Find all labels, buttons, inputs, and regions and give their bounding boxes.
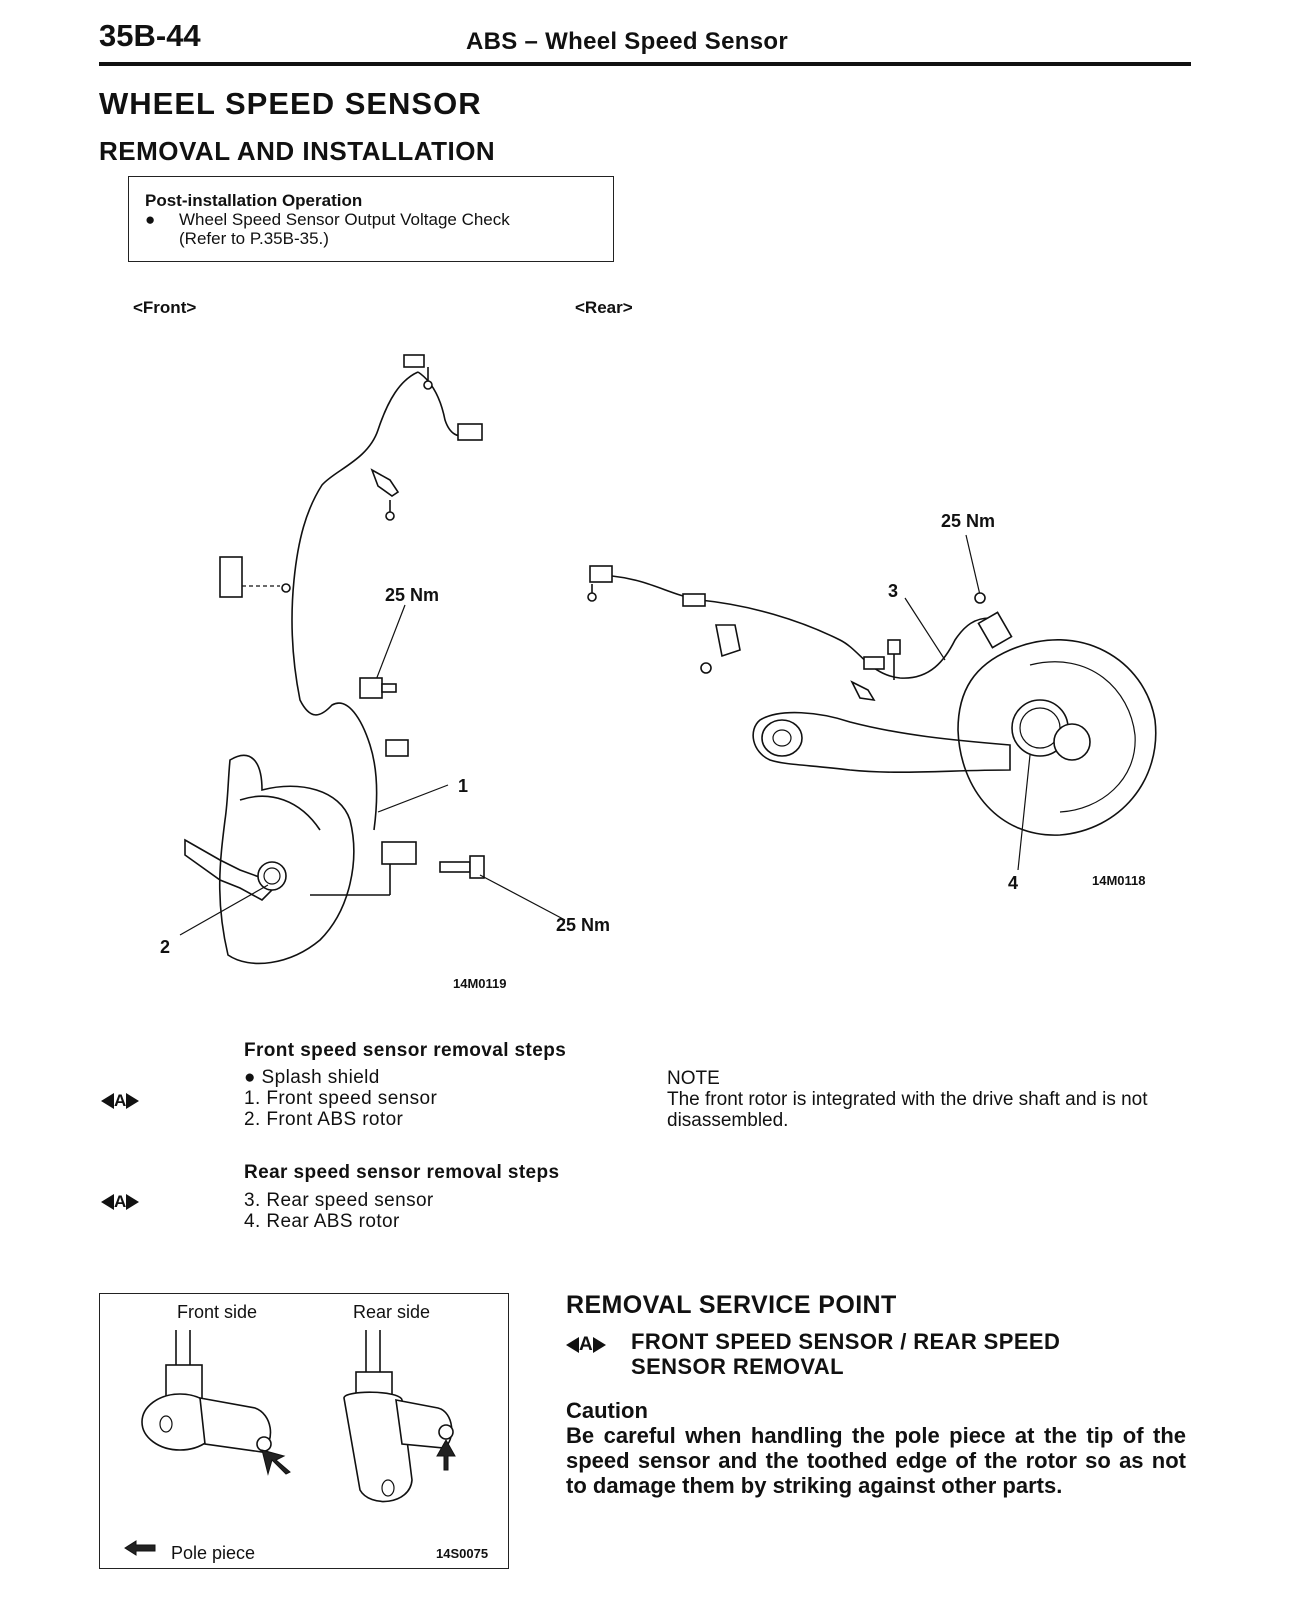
service-mark-a-rear: A xyxy=(101,1192,140,1212)
page-heading: WHEEL SPEED SENSOR xyxy=(99,86,482,121)
triangle-left-icon xyxy=(101,1194,114,1210)
rear-label: <Rear> xyxy=(575,298,633,317)
triangle-right-icon xyxy=(126,1194,140,1210)
rear-bracket xyxy=(850,680,876,702)
callout-1: 1 xyxy=(458,776,469,796)
pole-piece-legend: Pole piece xyxy=(171,1543,256,1563)
post-installation-box: Post-installation Operation ● Wheel Spee… xyxy=(128,176,614,262)
front-side-label: Front side xyxy=(177,1302,258,1322)
page-subheading: REMOVAL AND INSTALLATION xyxy=(99,136,496,166)
front-bracket xyxy=(219,556,243,598)
front-step-item: 2. Front ABS rotor xyxy=(244,1109,404,1130)
triangle-left-icon xyxy=(566,1337,579,1353)
rear-sensor-body xyxy=(977,611,1013,649)
rear-backing-plate xyxy=(957,639,1157,836)
rear-cable-grommet xyxy=(682,593,706,607)
post-installation-item: ● Wheel Speed Sensor Output Voltage Chec… xyxy=(145,210,613,229)
sensor-figure-id: 14S0075 xyxy=(436,1546,489,1561)
removal-service-title: REMOVAL SERVICE POINT xyxy=(566,1291,897,1319)
front-clip-top xyxy=(403,354,425,368)
triangle-left-icon xyxy=(101,1093,114,1109)
note-title: NOTE xyxy=(667,1068,720,1089)
front-splash-shield xyxy=(218,754,355,965)
rear-side-label: Rear side xyxy=(353,1302,431,1322)
torque-label-front-upper: 25 Nm xyxy=(385,585,440,605)
section-title: ABS – Wheel Speed Sensor xyxy=(466,28,788,55)
rear-side-sensor-flange xyxy=(343,1391,413,1503)
rear-clamp xyxy=(715,624,741,658)
note-block: NOTE The front rotor is integrated with … xyxy=(667,1068,1148,1131)
rear-connector xyxy=(589,565,613,583)
removal-service-subtitle-line2: SENSOR REMOVAL xyxy=(631,1354,844,1379)
callout-3: 3 xyxy=(888,581,899,601)
note-line1: The front rotor is integrated with the d… xyxy=(667,1089,1148,1110)
note-line2: disassembled. xyxy=(667,1110,789,1131)
front-drive-shaft xyxy=(184,838,274,901)
callout-2: 2 xyxy=(160,937,171,957)
header-rule xyxy=(99,62,1191,66)
front-harness-cable xyxy=(291,371,419,831)
service-mark-a-section: A xyxy=(566,1334,606,1356)
front-abs-rotor-shape xyxy=(257,861,287,891)
front-steps-list: ● Splash shield 1. Front speed sensor 2.… xyxy=(244,1067,437,1130)
removal-service-subtitle-line1: FRONT SPEED SENSOR / REAR SPEED xyxy=(631,1329,1061,1354)
service-mark-a-front: A xyxy=(101,1091,140,1111)
caution-title: Caution xyxy=(566,1398,648,1423)
sensor-figure-box xyxy=(99,1293,509,1569)
rear-steps-list: 3. Rear speed sensor 4. Rear ABS rotor xyxy=(244,1190,434,1232)
removal-service-subtitle: FRONT SPEED SENSOR / REAR SPEED SENSOR R… xyxy=(631,1329,1060,1379)
bullet: ● xyxy=(145,210,156,229)
triangle-right-icon xyxy=(126,1093,140,1109)
torque-label-rear: 25 Nm xyxy=(941,511,996,531)
page-number: 35B-44 xyxy=(99,18,201,53)
front-steps-title: Front speed sensor removal steps xyxy=(244,1040,567,1061)
pole-piece-arrow-icon xyxy=(124,1540,156,1556)
post-installation-item-line2: (Refer to P.35B-35.) xyxy=(179,229,329,248)
rear-trailing-arm xyxy=(752,711,1011,774)
triangle-right-icon xyxy=(592,1337,606,1353)
post-installation-item-line1: Wheel Speed Sensor Output Voltage Check xyxy=(179,210,510,229)
front-clamp-mid xyxy=(370,468,400,497)
post-installation-title: Post-installation Operation xyxy=(145,191,363,210)
torque-label-front-lower: 25 Nm xyxy=(556,915,611,935)
front-step-item: ● Splash shield xyxy=(244,1067,380,1088)
front-step-item: 1. Front speed sensor xyxy=(244,1088,438,1109)
front-label: <Front> xyxy=(133,298,197,317)
front-sensor-body xyxy=(381,841,417,865)
rear-step-item: 4. Rear ABS rotor xyxy=(244,1211,400,1232)
rear-figure-id: 14M0118 xyxy=(1092,873,1146,888)
rear-side-arrow-icon xyxy=(436,1438,456,1471)
front-connector xyxy=(457,423,483,441)
rear-step-item: 3. Rear speed sensor xyxy=(244,1190,434,1211)
rear-hub xyxy=(1053,723,1091,761)
caution-text: Be careful when handling the pole piece … xyxy=(566,1423,1186,1498)
front-cable-clip xyxy=(385,739,409,757)
rear-steps-title: Rear speed sensor removal steps xyxy=(244,1162,560,1183)
front-side-arrow-icon xyxy=(261,1449,291,1476)
rear-side-sensor-barrel xyxy=(395,1399,453,1449)
front-figure-id: 14M0119 xyxy=(453,976,507,991)
callout-4: 4 xyxy=(1008,873,1019,893)
